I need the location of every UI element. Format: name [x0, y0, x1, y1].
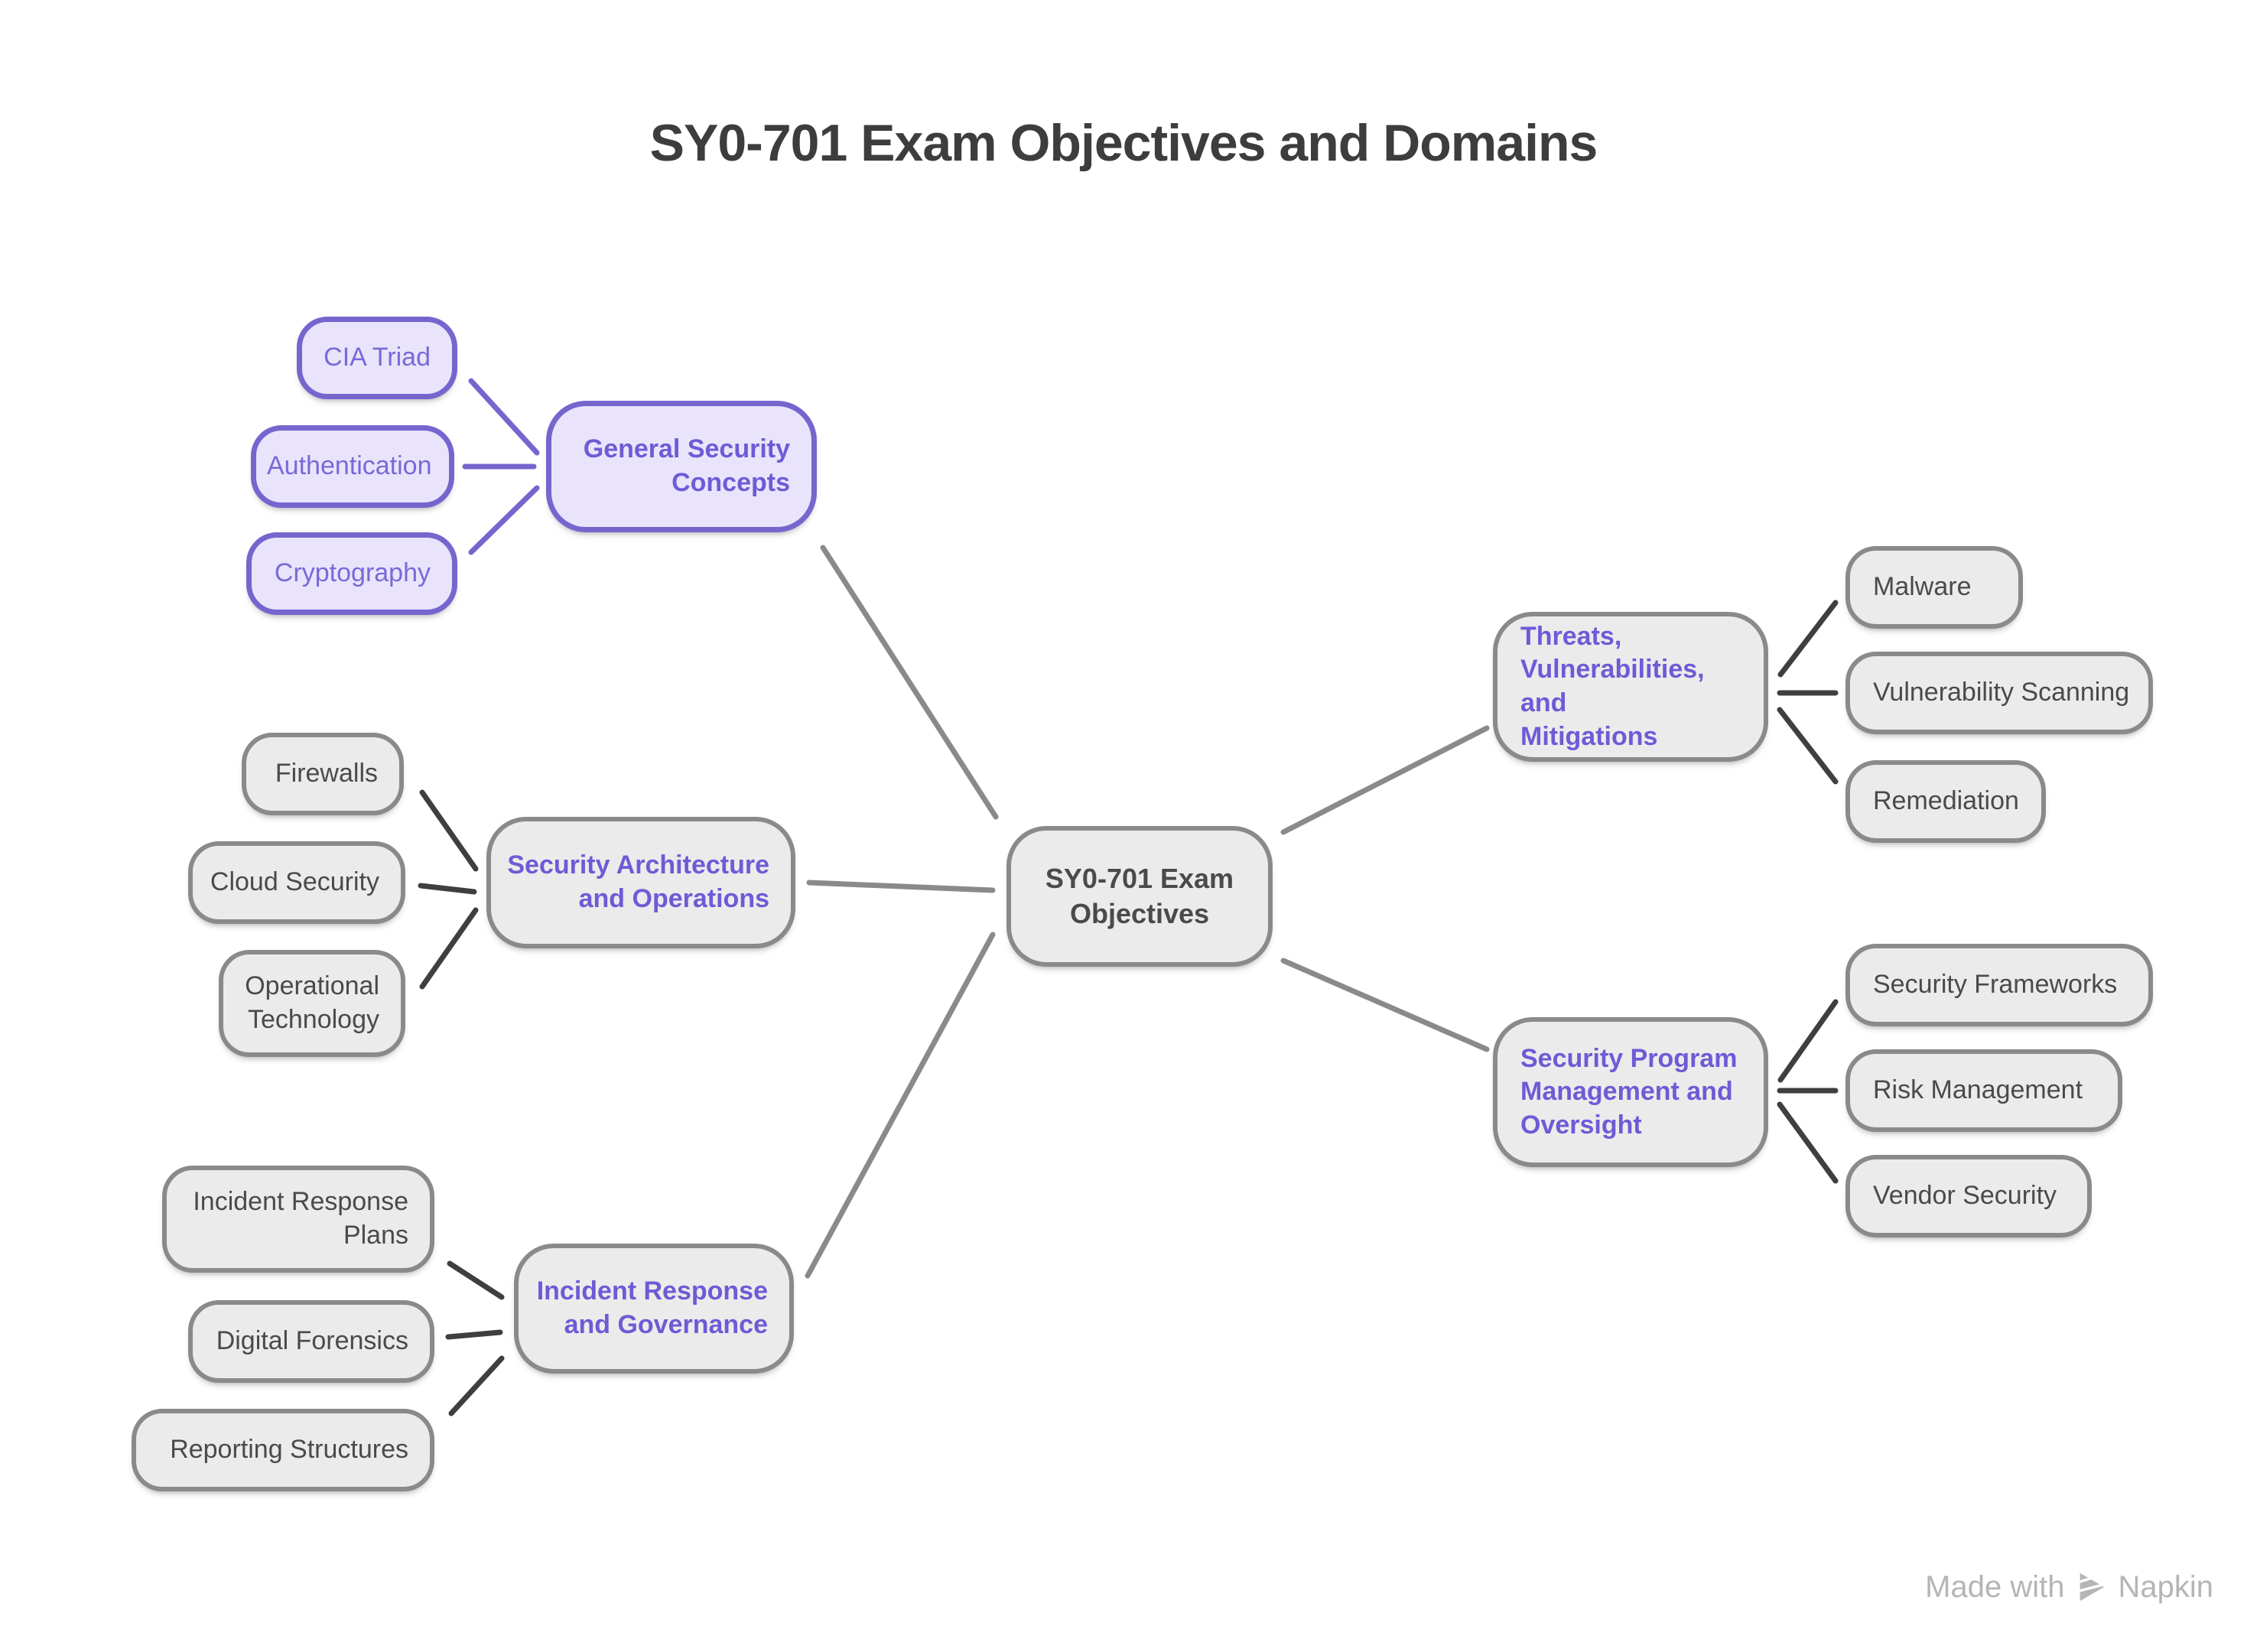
napkin-logo-icon	[2076, 1572, 2105, 1602]
node-reporting-structures: Reporting Structures	[132, 1409, 434, 1491]
edge-threats-malware	[1777, 600, 1839, 678]
node-incident-response-plans: Incident Response Plans	[162, 1166, 434, 1273]
node-digital-forensics: Digital Forensics	[188, 1300, 434, 1383]
node-label: Cloud Security	[210, 867, 379, 897]
edge-sao-hub	[806, 880, 996, 893]
node-label: Malware	[1873, 572, 1972, 602]
node-label: Digital Forensics	[216, 1326, 408, 1356]
node-authentication: Authentication	[251, 425, 454, 508]
node-label: Security Program Management and Oversigh…	[1520, 1043, 1738, 1140]
edge-irg-hub	[805, 932, 996, 1279]
node-label: Incident Response Plans	[193, 1187, 408, 1250]
edge-threats-remediation	[1777, 707, 1839, 785]
node-firewalls: Firewalls	[242, 733, 404, 815]
node-malware: Malware	[1845, 546, 2023, 629]
node-cryptography: Cryptography	[246, 532, 457, 615]
node-label: CIA Triad	[324, 343, 431, 372]
node-threats-vulnerabilities-mitigations: Threats, Vulnerabilities, and Mitigation…	[1493, 612, 1768, 762]
node-label: Security Frameworks	[1873, 970, 2118, 1000]
node-sy0-701-exam-objectives-hub: SY0-701 Exam Objectives	[1006, 826, 1273, 967]
edge-df-irg	[445, 1329, 503, 1340]
edge-spmo-vendor	[1777, 1101, 1839, 1184]
node-label: Security Architecture and Operations	[507, 850, 769, 913]
edge-hub-spmo	[1280, 958, 1490, 1052]
node-vulnerability-scanning: Vulnerability Scanning	[1845, 652, 2153, 734]
node-label: Vulnerability Scanning	[1873, 678, 2130, 707]
node-label: Operational Technology	[245, 971, 379, 1034]
node-label: Vendor Security	[1873, 1181, 2057, 1211]
watermark-brand: Napkin	[2118, 1569, 2213, 1604]
node-label: Incident Response and Governance	[536, 1276, 768, 1339]
node-label: Remediation	[1873, 786, 2019, 816]
node-label: Risk Management	[1873, 1075, 2083, 1105]
node-label: Cryptography	[274, 558, 431, 588]
watermark: Made with Napkin	[1925, 1569, 2213, 1605]
edge-firewalls-sao	[419, 789, 479, 872]
watermark-made-with: Made with	[1925, 1569, 2065, 1604]
node-security-program-management-oversight: Security Program Management and Oversigh…	[1493, 1017, 1768, 1167]
node-cloud-security: Cloud Security	[188, 841, 405, 924]
node-security-architecture-and-operations: Security Architecture and Operations	[486, 817, 795, 948]
edge-cloud-sao	[418, 883, 477, 895]
node-operational-technology: Operational Technology	[219, 950, 405, 1057]
node-label: SY0-701 Exam Objectives	[1045, 862, 1234, 929]
node-risk-management: Risk Management	[1845, 1049, 2122, 1132]
edge-spmo-sf	[1777, 999, 1839, 1083]
edge-optech-sao	[419, 907, 479, 990]
edge-gsc-hub	[820, 545, 999, 820]
node-general-security-concepts: General Security Concepts	[546, 401, 817, 532]
node-label: Authentication	[267, 451, 432, 481]
node-remediation: Remediation	[1845, 760, 2046, 843]
node-label: Reporting Structures	[170, 1435, 408, 1465]
edge-irp-irg	[447, 1260, 505, 1300]
node-security-frameworks: Security Frameworks	[1845, 944, 2153, 1026]
edge-cia-gsc	[468, 378, 540, 456]
node-label: General Security Concepts	[583, 434, 790, 497]
edge-rs-irg	[448, 1355, 505, 1416]
edge-crypto-gsc	[468, 485, 540, 555]
node-label: Firewalls	[275, 759, 378, 789]
page-title: SY0-701 Exam Objectives and Domains	[649, 114, 1598, 172]
node-vendor-security: Vendor Security	[1845, 1155, 2092, 1237]
edge-hub-threats	[1280, 725, 1490, 835]
node-cia-triad: CIA Triad	[297, 317, 457, 399]
node-incident-response-and-governance: Incident Response and Governance	[514, 1244, 794, 1374]
node-label: Threats, Vulnerabilities, and Mitigation…	[1520, 621, 1705, 751]
